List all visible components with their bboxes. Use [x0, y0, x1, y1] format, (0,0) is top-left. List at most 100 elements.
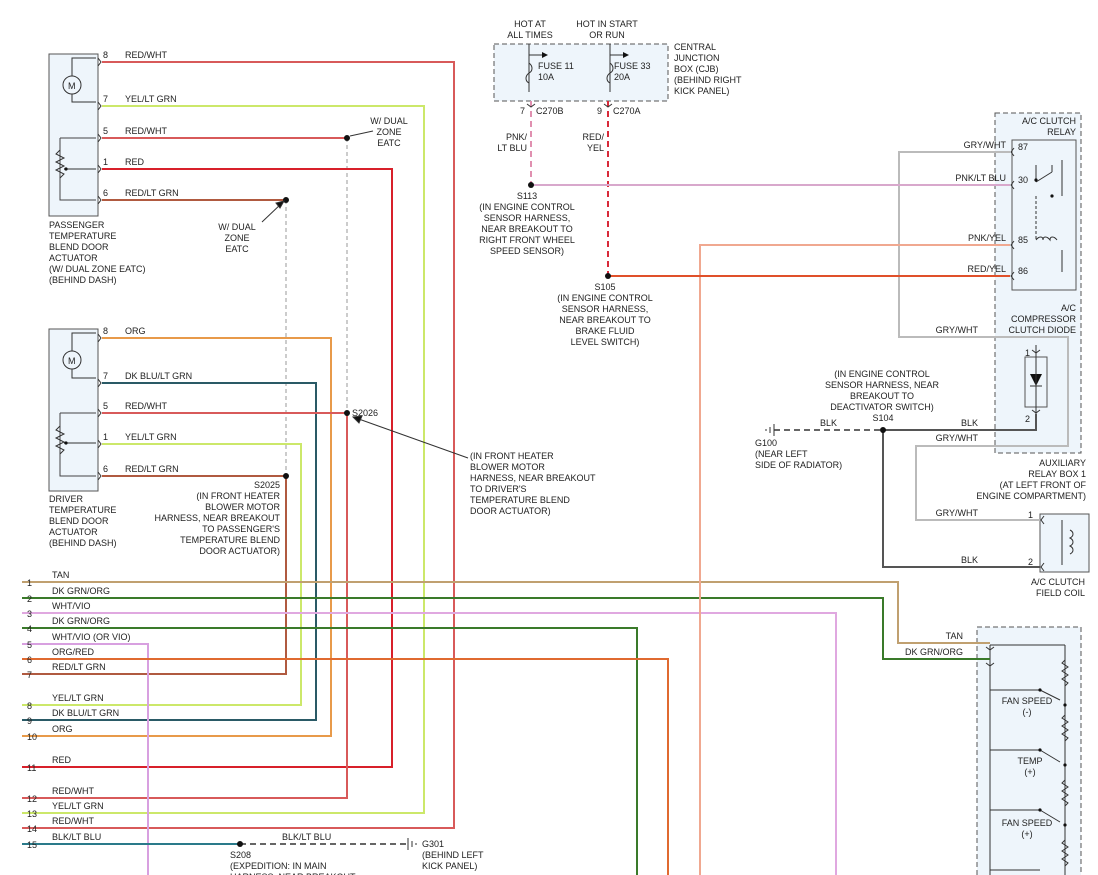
relay-pin-color: PNK/LT BLU — [955, 173, 1006, 183]
misc_wires-g100_blk: BLK — [820, 418, 837, 428]
harness-pin-num: 6 — [27, 655, 32, 665]
ground-icon — [407, 424, 775, 850]
driver-pin-color: ORG — [125, 326, 146, 336]
harness-pin-num: 2 — [27, 594, 32, 604]
wire-relay-85 — [699, 244, 1010, 875]
harness-wire-color: ORG/RED — [52, 647, 95, 657]
harness-wire-color: RED/WHT — [52, 816, 94, 826]
relay-pin-color: PNK/YEL — [968, 233, 1006, 243]
driver-pin-num: 7 — [103, 371, 108, 381]
driver-pin-num: 5 — [103, 401, 108, 411]
harness-pin-num: 10 — [27, 732, 37, 742]
misc_wires-aux_gry: GRY/WHT — [936, 433, 979, 443]
harness-wire-color: WHT/VIO — [52, 601, 91, 611]
driver-pin-color: RED/LT GRN — [125, 464, 179, 474]
climate-control-module — [976, 626, 1082, 875]
leader-arrows — [261, 130, 469, 459]
misc_wires-diode_pin1: 1 — [1025, 348, 1030, 358]
harness-pin-num: 8 — [27, 701, 32, 711]
harness-pin-num: 9 — [27, 716, 32, 726]
relay-pin-num: 86 — [1018, 266, 1028, 276]
wire-drv-1 — [22, 443, 302, 706]
labels-tan_right: TAN — [946, 631, 963, 641]
harness-pin-num: 5 — [27, 640, 32, 650]
wire-pass-7 — [22, 105, 425, 814]
passenger-actuator: M — [48, 53, 99, 217]
harness-wire-color: DK BLU/LT GRN — [52, 708, 119, 718]
harness-pin-num: 15 — [27, 840, 37, 850]
driver-pin-color: RED/WHT — [125, 401, 167, 411]
wire-pass-1 — [22, 168, 393, 768]
driver-pin-num: 8 — [103, 326, 108, 336]
labels-fan_speed_plus: FAN SPEED(+) — [1002, 818, 1053, 839]
ac-clutch-field-coil — [1039, 513, 1090, 573]
harness-wire-color: YEL/LT GRN — [52, 801, 104, 811]
cjb_wires-w9: RED/YEL — [582, 132, 604, 153]
pass-pin-color: RED/WHT — [125, 126, 167, 136]
harness-wire-color: BLK/LT BLU — [52, 832, 101, 842]
wire-drv-5 — [22, 412, 348, 799]
pass-pin-num: 1 — [103, 157, 108, 167]
driver-pin-num: 6 — [103, 464, 108, 474]
pass-pin-color: YEL/LT GRN — [125, 94, 177, 104]
driver-actuator: M — [48, 328, 99, 492]
misc_wires-coil_pin1: 1 — [1028, 510, 1033, 520]
harness-wire-color: ORG — [52, 724, 73, 734]
wire-h6 — [22, 658, 669, 875]
harness-wire-color: RED/WHT — [52, 786, 94, 796]
wire-h2 — [22, 597, 990, 660]
wire-pass-8 — [22, 61, 455, 829]
splice-dots — [237, 135, 886, 847]
svg-text:M: M — [68, 356, 76, 366]
pass-pin-color: RED/LT GRN — [125, 188, 179, 198]
labels-s208: S208(EXPEDITION: IN MAINHARNESS, NEAR BR… — [230, 850, 356, 875]
connector-marks — [97, 57, 1045, 667]
driver-pin-num: 1 — [103, 432, 108, 442]
labels-c270a: C270A — [613, 106, 641, 116]
pass-pin-num: 6 — [103, 188, 108, 198]
harness-wire-color: DK GRN/ORG — [52, 586, 110, 596]
harness-pin-num: 1 — [27, 578, 32, 588]
wire-drv-6 — [22, 475, 287, 675]
svg-text:M: M — [68, 81, 76, 91]
harness-pin-num: 14 — [27, 824, 37, 834]
harness-wire-color: WHT/VIO (OR VIO) — [52, 632, 131, 642]
misc_wires-coil_gry: GRY/WHT — [936, 508, 979, 518]
relay-pin-color: RED/YEL — [967, 264, 1006, 274]
central-junction-box — [493, 43, 669, 102]
wire-drv-8 — [22, 337, 332, 737]
harness-pin-num: 12 — [27, 794, 37, 804]
labels-temp_plus: TEMP(+) — [1017, 756, 1042, 777]
harness-pin-num: 7 — [27, 670, 32, 680]
labels-blk_lt_blu_ground: BLK/LT BLU — [282, 832, 331, 842]
wire-h5 — [22, 643, 149, 875]
wire-diode-gry — [915, 336, 1069, 521]
cjb_wires-w7: PNK/LT BLU — [497, 132, 527, 153]
relay-pin-color: GRY/WHT — [964, 140, 1007, 150]
harness-wire-color: TAN — [52, 570, 69, 580]
wires — [22, 61, 1069, 875]
pass-pin-color: RED — [125, 157, 145, 167]
misc_wires-coil_pin2: 2 — [1028, 557, 1033, 567]
labels-fan_speed_minus: FAN SPEED(-) — [1002, 696, 1053, 717]
pass-pin-num: 7 — [103, 94, 108, 104]
relay-pin-num: 87 — [1018, 142, 1028, 152]
misc_wires-coil_blk: BLK — [961, 555, 978, 565]
wire-h3 — [22, 612, 837, 875]
harness-pin-num: 11 — [27, 763, 36, 773]
harness-wire-color: YEL/LT GRN — [52, 693, 104, 703]
driver-pin-color: YEL/LT GRN — [125, 432, 177, 442]
